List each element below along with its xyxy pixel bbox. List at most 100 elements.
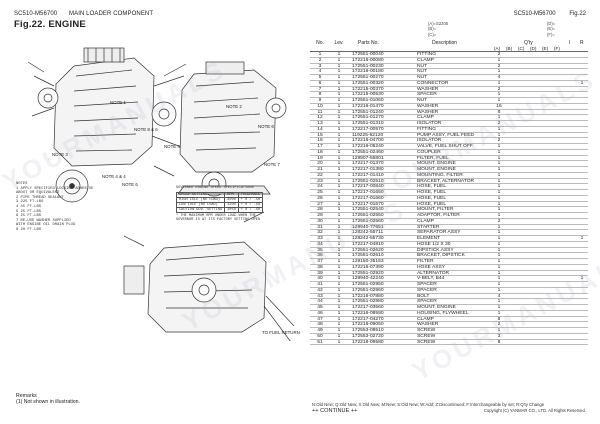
part-description-cell: HOSE, FUEL: [417, 184, 447, 190]
part-number-cell: 172551-00320: [352, 80, 384, 86]
part-description-cell: HOSE, FUEL: [417, 190, 447, 195]
part-level-cell: 1: [337, 316, 341, 322]
part-description-cell: HOSE, FUEL: [417, 195, 447, 201]
part-qty-cell: 1: [497, 264, 501, 270]
variant-code: (B)=: [428, 26, 437, 32]
part-no-cell: 29: [317, 213, 323, 218]
part-number-cell: 172216-05240: [352, 144, 384, 149]
part-description-cell: STARTER: [417, 224, 440, 230]
part-qty-cell: 1: [497, 236, 501, 241]
part-number-cell: 172218-09580: [352, 339, 384, 345]
col-r: R: [580, 40, 584, 46]
part-description-cell: WASHER: [417, 322, 439, 328]
part-no-cell: 32: [317, 230, 323, 236]
part-number-cell: 172217-04810: [352, 241, 384, 247]
part-qty-cell: 1: [497, 172, 501, 178]
part-number-cell: 172217-01370: [352, 161, 384, 167]
part-description-cell: HOSE ASSY: [417, 264, 445, 270]
part-number-cell: 119225-52120: [352, 132, 384, 138]
part-qty-cell: 1: [497, 201, 501, 207]
part-no-cell: 28: [317, 207, 323, 213]
part-level-cell: 1: [337, 172, 341, 178]
part-description-cell: DIPSTICK ASSY: [417, 247, 454, 253]
drawing-callout: NOTE 4: [164, 144, 180, 149]
part-no-cell: 25: [317, 190, 323, 195]
part-qty-cell: 1: [497, 230, 501, 236]
part-description-cell: SCREW: [417, 339, 436, 345]
part-description-cell: PUMP ASSY, FUEL FEED: [417, 132, 474, 138]
change-code-legend: N:Old New; Q:Old New; X:Old New; M:New; …: [312, 402, 545, 407]
part-qty-cell: 2: [497, 138, 501, 144]
drawing-callout: NOTE 3: [52, 152, 68, 157]
part-qty-cell: 1: [497, 310, 501, 316]
part-description-cell: WASHER: [417, 103, 439, 109]
part-no-cell: 5: [318, 75, 322, 80]
part-no-cell: 26: [317, 195, 323, 201]
part-no-cell: 2: [318, 57, 322, 63]
spec-cell: 3050: [224, 207, 239, 213]
note-line: 1 APPLY SPECIFIED LOCKING ADHESIVE: [16, 186, 94, 191]
part-description-cell: NUT: [417, 63, 428, 69]
part-number-cell: 172551-02620: [352, 247, 384, 253]
note-line: 5 25 FT-LBS: [16, 209, 42, 214]
part-qty-cell: 16: [496, 103, 502, 109]
part-number-cell: 172553-09510: [352, 328, 384, 333]
table-row: CAUTION GOV. SETTING 3050 + 0 / -50: [175, 207, 264, 213]
part-number-cell: 172215-00530: [352, 92, 384, 98]
part-description-cell: CLAMP: [417, 115, 434, 121]
part-no-cell: 6: [318, 80, 322, 86]
part-no-cell: 20: [317, 161, 323, 167]
table-row: HIGH IDLE (NO LOAD) 3000 + 0 / -50: [175, 197, 264, 203]
part-description-cell: SEPARATOR ASSY: [417, 230, 461, 236]
part-qty-cell: 1: [497, 305, 501, 310]
part-qty-cell: 1: [497, 276, 501, 282]
part-level-cell: 1: [337, 184, 341, 190]
header-right-model: SC510-M56700: [513, 11, 556, 17]
part-number-cell: 172551-02540: [352, 207, 384, 213]
part-qty-cell: 1: [497, 270, 501, 276]
part-no-cell: 39: [317, 270, 323, 276]
part-no-cell: 30: [317, 218, 323, 224]
drawing-callout: TO FUEL RETURN: [262, 330, 300, 335]
part-no-cell: 7: [318, 86, 322, 92]
part-description-cell: NUT: [417, 75, 428, 80]
part-level-cell: 1: [337, 287, 341, 293]
part-no-cell: 34: [317, 241, 323, 247]
part-qty-cell: 1: [497, 126, 501, 132]
col-no: No.: [316, 40, 324, 46]
parts-table: No. Lev. Parts No. Description Q'ty I R …: [310, 40, 588, 346]
part-description-cell: SPACER: [417, 299, 437, 305]
spec-table: SPEED SETTING RPM TOLERANCE HIGH IDLE (N…: [175, 192, 264, 213]
part-description-cell: ADAPTOR, FILTER: [417, 213, 460, 218]
part-no-cell: 8: [318, 92, 322, 98]
part-qty-cell: 1: [497, 253, 501, 259]
part-level-cell: 1: [337, 195, 341, 201]
note-line: 7 RE-USE WASHER SUPPLIED: [16, 218, 71, 223]
remarks: Remarks (1) Not shown in illustration.: [16, 393, 80, 405]
part-level-cell: 1: [337, 126, 341, 132]
part-qty-cell: 4: [497, 293, 501, 299]
part-description-cell: SPACER: [417, 92, 437, 98]
note-line: WITH ENGINE OIL DRAIN PLUG: [16, 223, 76, 228]
part-description-cell: SPACER: [417, 282, 437, 287]
